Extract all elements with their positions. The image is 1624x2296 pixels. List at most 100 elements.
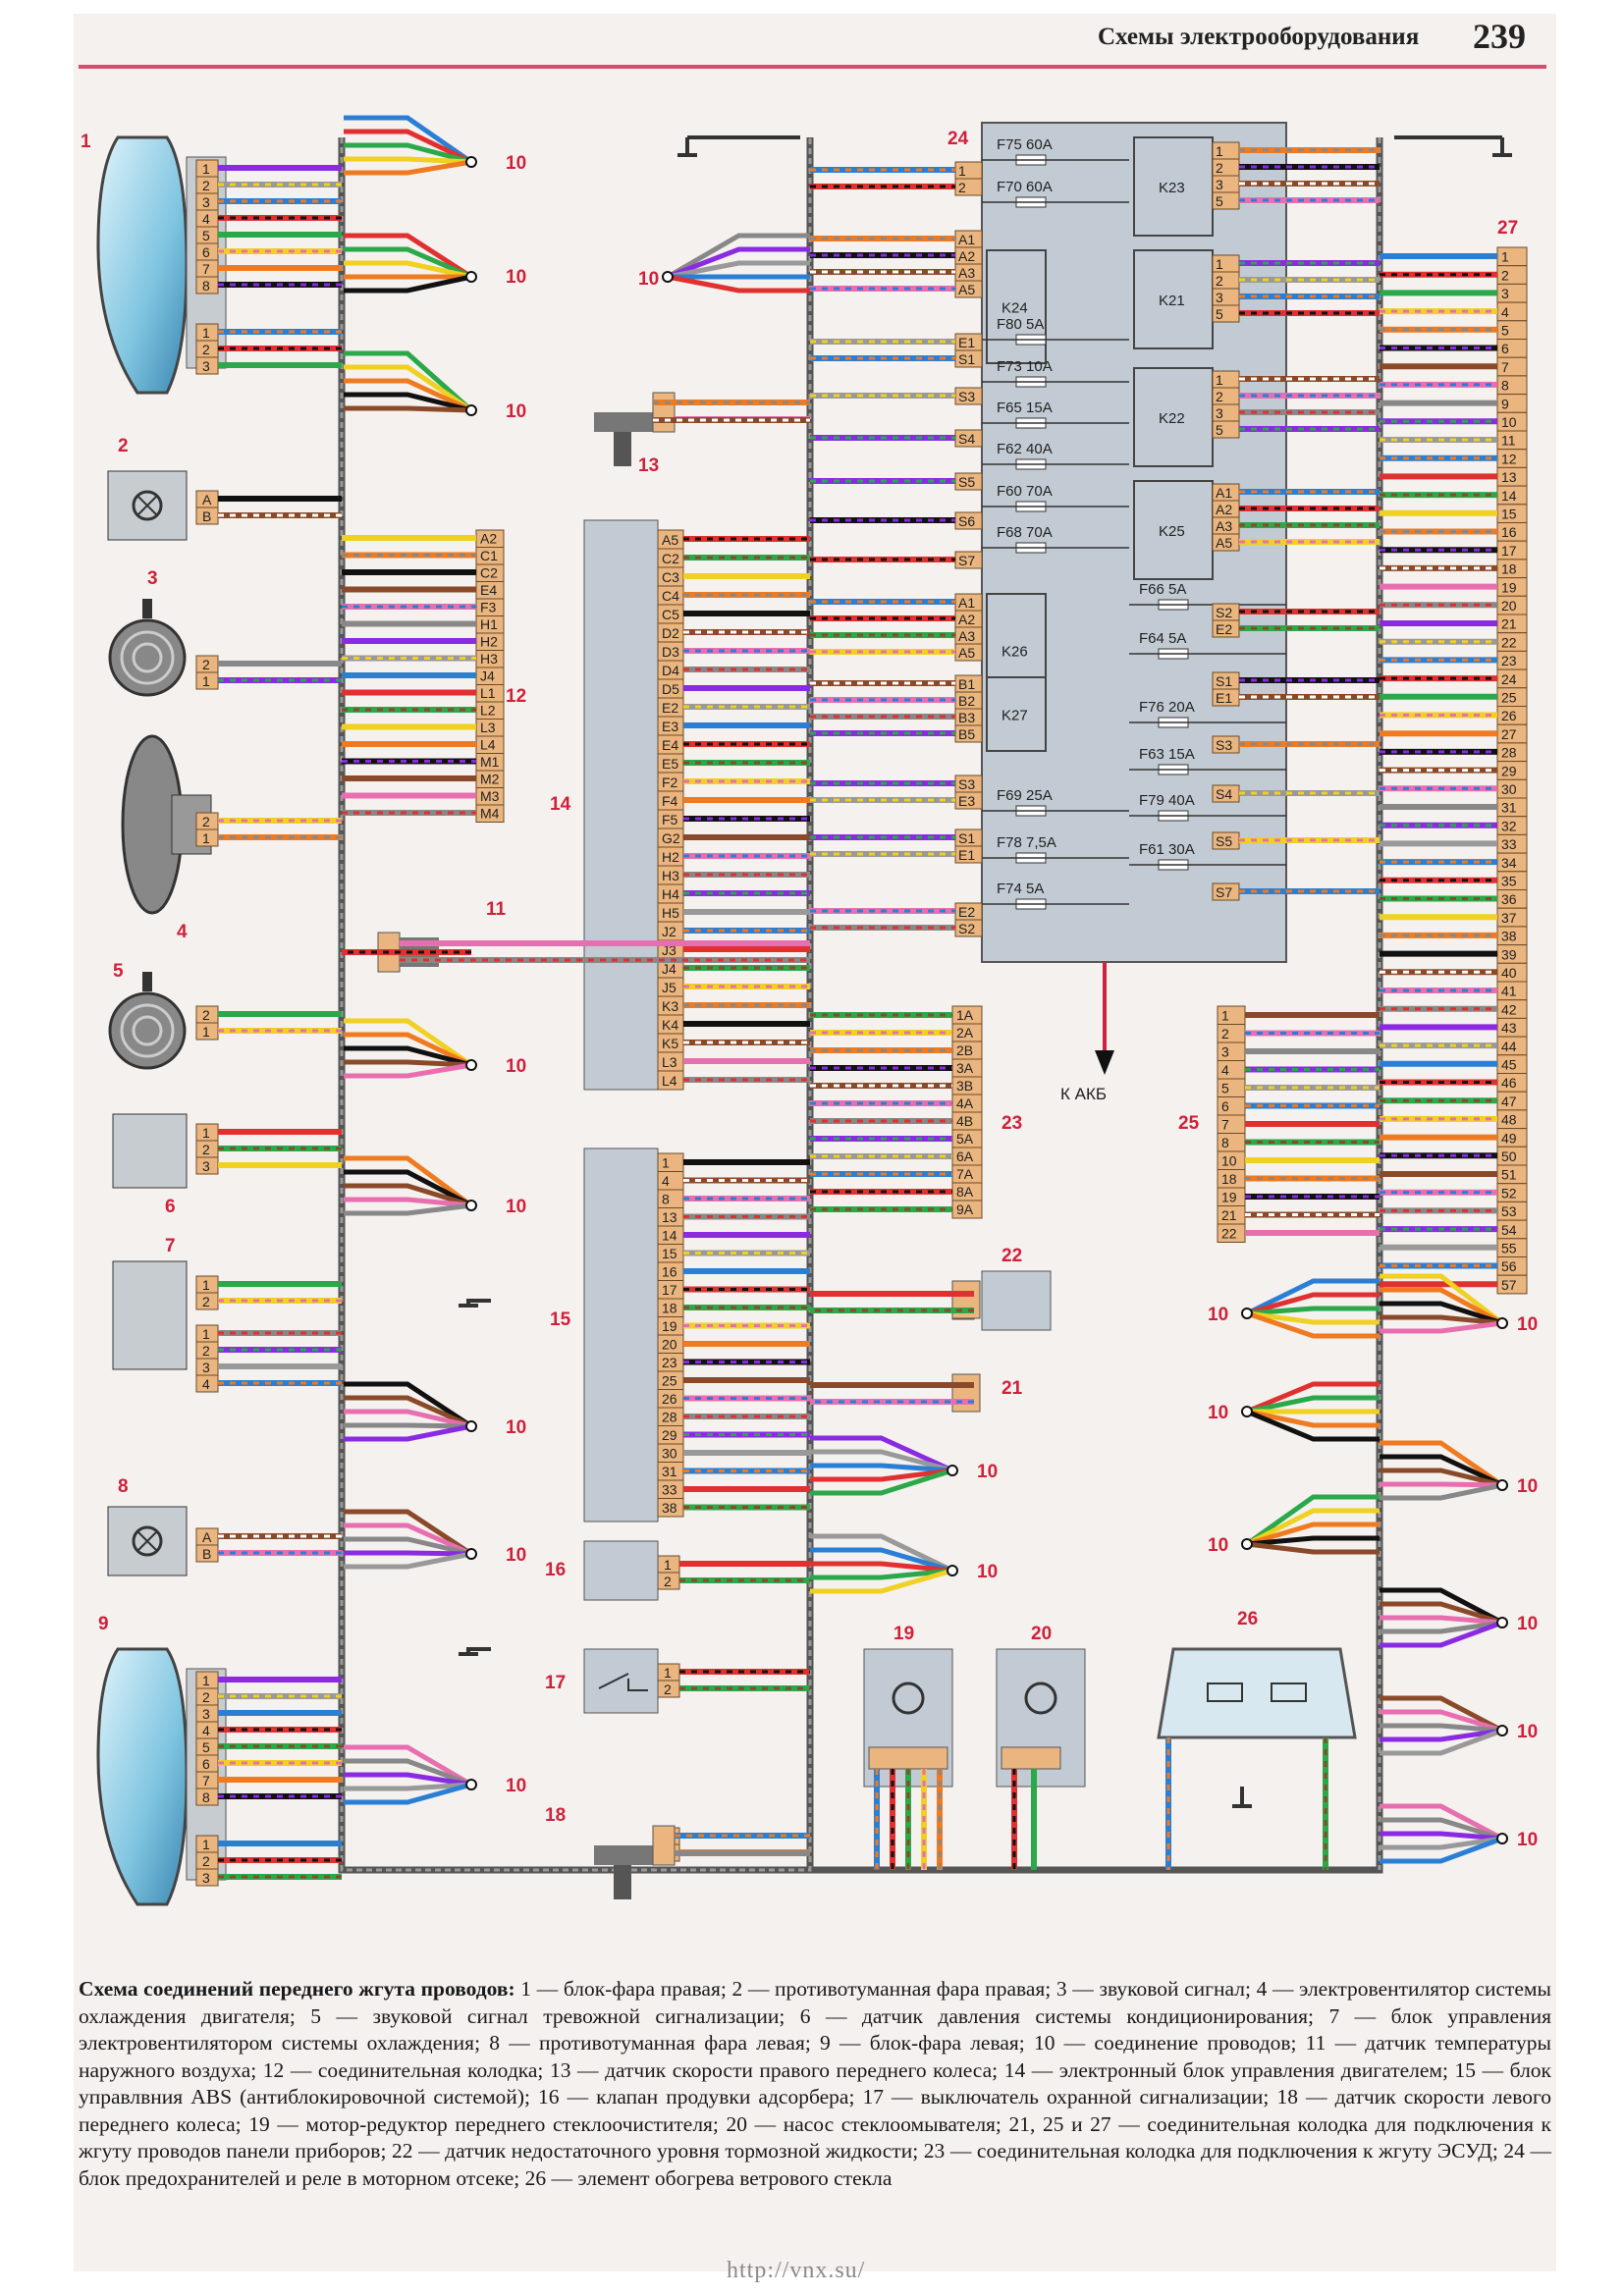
pin-label: 6 <box>202 244 210 260</box>
label-5: 5 <box>113 961 124 982</box>
label-9: 9 <box>98 1614 109 1634</box>
fuse-label: F61 30A <box>1139 841 1195 858</box>
conn12-pin-label: J4 <box>480 668 495 684</box>
fuse-label: F75 60A <box>997 136 1053 153</box>
splice-node <box>465 1548 477 1560</box>
conn27-pin-label: 40 <box>1501 965 1517 981</box>
relay-box <box>1133 136 1214 237</box>
splice-node <box>465 1420 477 1432</box>
conn27-pin-label: 45 <box>1501 1057 1517 1073</box>
conn12-pin-label: C1 <box>480 548 498 563</box>
splice-node <box>1496 1725 1508 1736</box>
conn15-pin-label: 28 <box>662 1410 677 1425</box>
splice-node <box>465 156 477 168</box>
conn27-pin-label: 6 <box>1501 341 1509 356</box>
conn14-pin-label: C3 <box>662 569 679 585</box>
label-10i: 10 <box>638 269 659 290</box>
conn27-pin-label: 47 <box>1501 1094 1517 1109</box>
conn27-pin-label: 51 <box>1501 1167 1517 1183</box>
fuse-block-pin-label: 5 <box>1216 193 1223 209</box>
splice-node <box>465 1059 477 1071</box>
conn27-pin-label: 52 <box>1501 1185 1517 1201</box>
conn12-pin-label: M1 <box>480 754 500 770</box>
conn27-pin-label: 57 <box>1501 1277 1517 1293</box>
pin-label: 2 <box>664 1574 672 1589</box>
conn14-pin-label: F4 <box>662 793 678 809</box>
splice-node <box>1241 1538 1253 1550</box>
conn27-pin-label: 20 <box>1501 598 1517 614</box>
page-number: 239 <box>1473 17 1526 56</box>
label-22: 22 <box>1001 1246 1022 1266</box>
conn27-pin-label: 34 <box>1501 855 1517 871</box>
fuse-block-pin-label: S4 <box>958 431 975 447</box>
conn23-pin-label: 4A <box>956 1095 974 1111</box>
fuse-label: F64 5A <box>1139 630 1186 647</box>
conn14-pin-label: E5 <box>662 756 678 772</box>
conn27-pin-label: 36 <box>1501 891 1517 907</box>
fuse-label: F76 20A <box>1139 699 1195 716</box>
fuse-block-pin-label: S7 <box>1216 884 1232 900</box>
pin-label: 2 <box>202 1142 210 1157</box>
conn27-pin-label: 1 <box>1501 249 1509 265</box>
conn12-pin-label: L1 <box>480 685 496 701</box>
label-14: 14 <box>550 794 571 815</box>
label-26: 26 <box>1237 1609 1258 1629</box>
fuse-block-pin-label: E1 <box>1216 690 1232 706</box>
fuse-block-pin-label: 1 <box>1216 372 1223 388</box>
relay-label: K23 <box>1159 180 1185 196</box>
windshield-heater <box>1157 1647 1357 1739</box>
conn14-pin-label: F5 <box>662 812 678 828</box>
conn27-pin-label: 2 <box>1501 267 1509 283</box>
fuse-block-pin-label: B1 <box>958 676 975 692</box>
conn15-pin-label: 26 <box>662 1391 677 1407</box>
conn23-pin-label: 6A <box>956 1148 974 1164</box>
conn14-pin-label: C5 <box>662 607 679 622</box>
engine-ecu <box>583 519 659 1091</box>
fuse-block-pin-label: S2 <box>1216 605 1232 620</box>
pin-label: 2 <box>202 657 210 672</box>
pin-label: 4 <box>202 211 210 227</box>
conn15-pin-label: 1 <box>662 1155 670 1171</box>
relay-label: K25 <box>1159 523 1185 540</box>
conn14-pin-label: E2 <box>662 700 678 716</box>
conn14-pin-label: D4 <box>662 663 679 678</box>
pin-label: B <box>202 508 211 524</box>
conn14-pin-label: A5 <box>662 532 678 548</box>
relay-box <box>1133 249 1214 349</box>
pin-label: 2 <box>202 1689 210 1705</box>
fuse-label: F78 7,5A <box>997 834 1056 851</box>
fuse-block-pin-label: 3 <box>1216 405 1223 421</box>
washer-pump <box>996 1648 1086 1788</box>
relay-box <box>1133 367 1214 467</box>
conn15-pin-label: 4 <box>662 1173 670 1189</box>
pin-label: 3 <box>202 358 210 374</box>
relay-box <box>986 676 1047 752</box>
conn23-pin-label: 1A <box>956 1007 974 1023</box>
pin-label: 8 <box>202 1789 210 1805</box>
fuse-block-pin-label: S5 <box>958 474 975 490</box>
fuse-block-pin-label: S5 <box>1216 833 1232 849</box>
fuse-block-pin-label: E2 <box>958 904 975 920</box>
pin-label: 1 <box>202 830 210 846</box>
conn15-pin-label: 15 <box>662 1246 677 1261</box>
pin-label: 1 <box>202 1277 210 1293</box>
pin-label: 8 <box>202 278 210 294</box>
abs-unit <box>583 1148 659 1522</box>
label-10e: 10 <box>506 1197 526 1217</box>
conn15-pin-label: 20 <box>662 1337 677 1353</box>
relay-label: K27 <box>1001 708 1028 724</box>
conn27-pin-label: 9 <box>1501 396 1509 411</box>
conn14-pin-label: H5 <box>662 905 679 921</box>
alarm-switch <box>583 1648 659 1714</box>
conn14-pin-label: C2 <box>662 551 679 566</box>
fuse-block-pin-label: B5 <box>958 726 975 742</box>
fuse-block-pin-label: A1 <box>1216 485 1232 501</box>
conn12-pin-label: H3 <box>480 651 498 667</box>
conn12-pin-label: L3 <box>480 720 496 735</box>
fuse-block-pin-label: A2 <box>958 612 975 627</box>
conn27-pin-label: 24 <box>1501 671 1517 687</box>
conn15-pin-label: 33 <box>662 1482 677 1498</box>
label-10p: 10 <box>1517 1476 1538 1497</box>
label-15: 15 <box>550 1309 571 1330</box>
conn15-pin-label: 30 <box>662 1446 677 1462</box>
